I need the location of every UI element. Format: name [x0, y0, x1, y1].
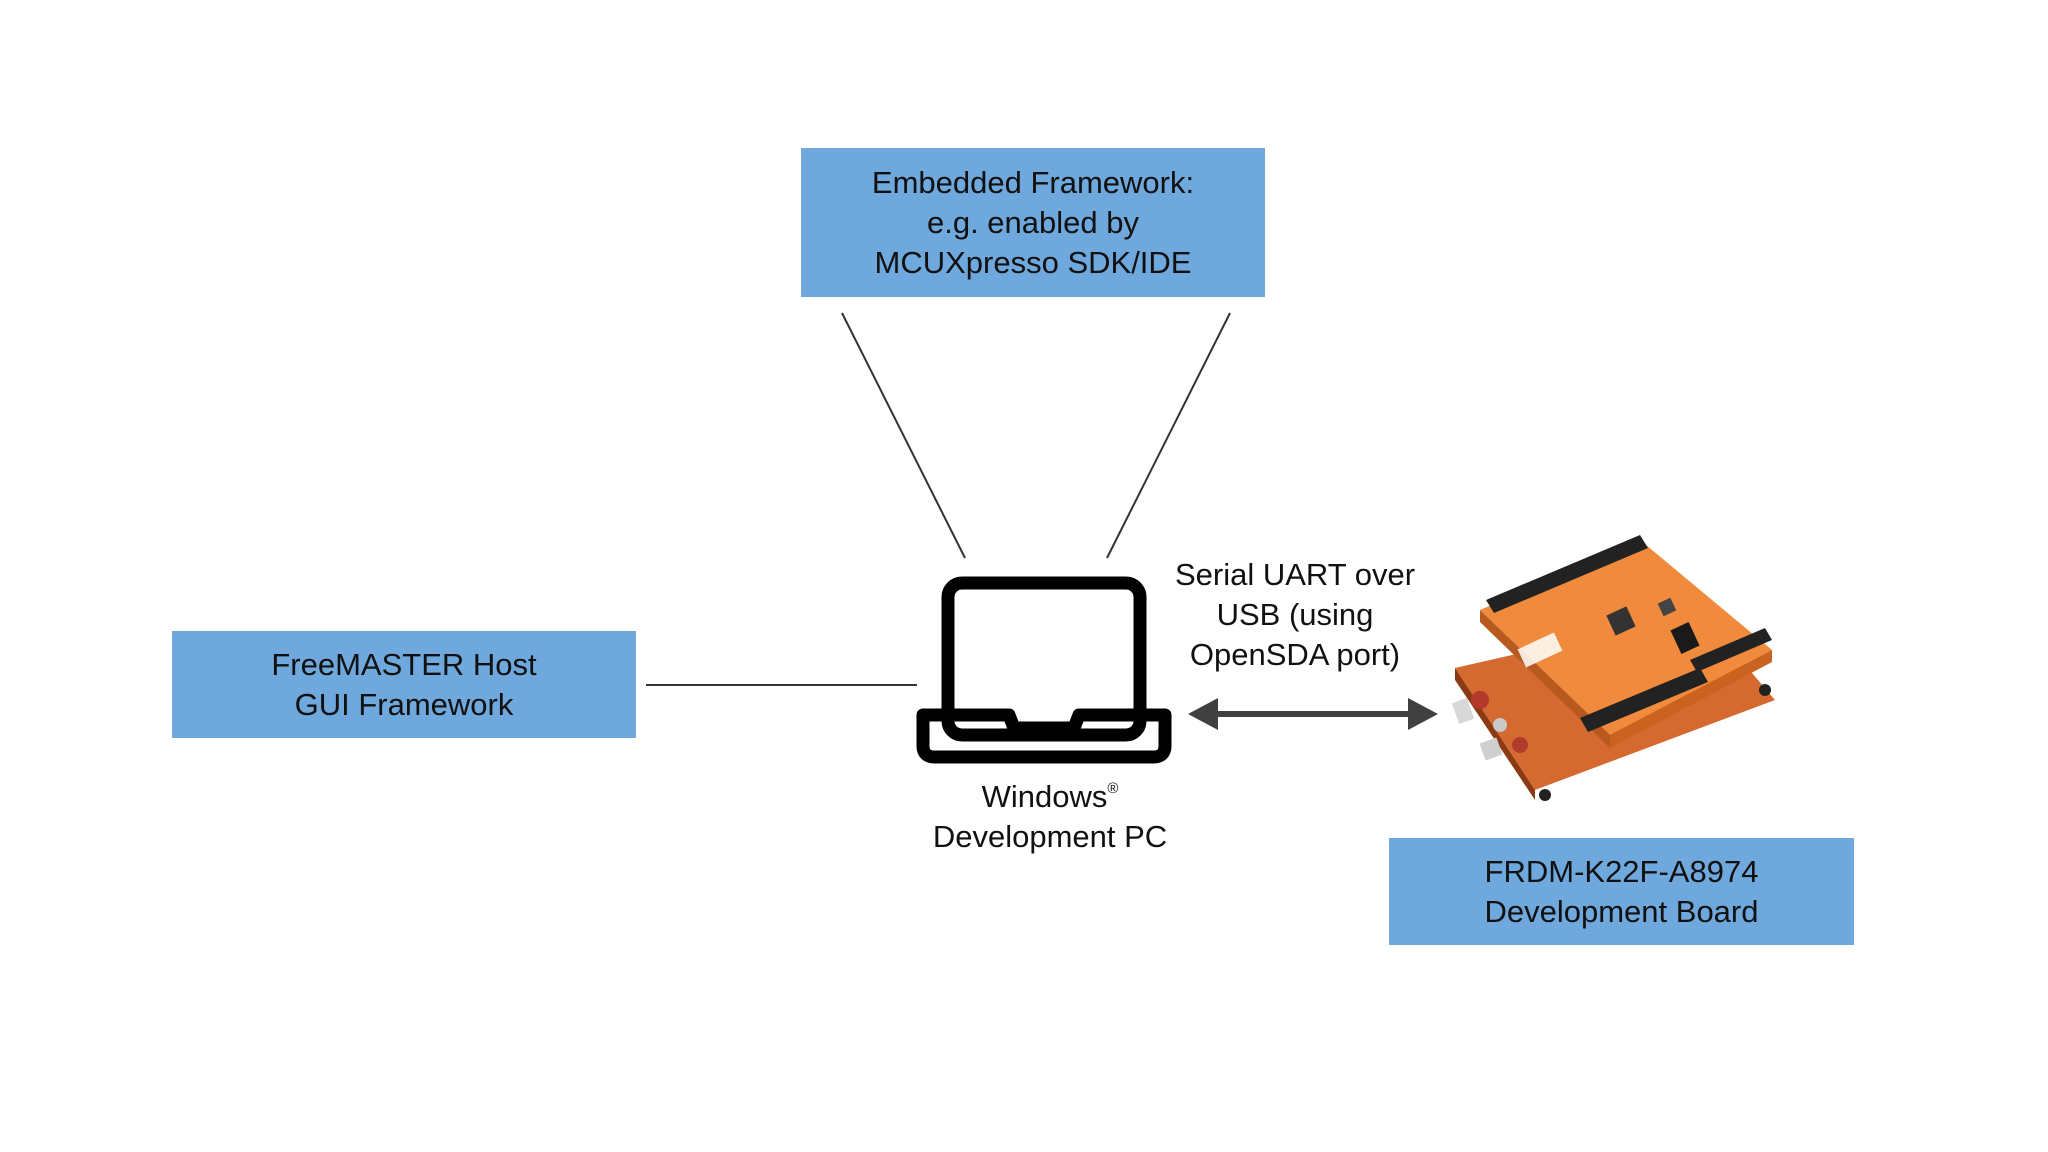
freemaster-line-1: FreeMASTER Host — [271, 646, 537, 682]
freemaster-host-box: FreeMASTER Host GUI Framework — [172, 631, 636, 738]
serial-link-label: Serial UART over USB (using OpenSDA port… — [1140, 555, 1450, 675]
embedded-framework-line-2: e.g. enabled by — [926, 204, 1139, 240]
pc-os-name: Windows — [981, 779, 1108, 814]
freemaster-line-2: GUI Framework — [294, 686, 514, 722]
trademark-symbol: ® — [1107, 780, 1119, 797]
board-line-2: Development Board — [1484, 893, 1759, 929]
development-board-box: FRDM-K22F-A8974 Development Board — [1389, 838, 1854, 945]
development-pc-label: Windows® Development PC — [880, 777, 1220, 857]
connector-embedded-left — [841, 312, 966, 559]
development-board-image — [1451, 535, 1775, 801]
link-label-line-3: OpenSDA port) — [1189, 637, 1401, 672]
embedded-framework-line-3: MCUXpresso SDK/IDE — [874, 244, 1192, 280]
link-label-line-1: Serial UART over — [1174, 557, 1416, 592]
link-label-line-2: USB (using — [1216, 597, 1374, 632]
connector-embedded-right — [1106, 312, 1231, 559]
pc-label-line-2: Development PC — [932, 819, 1168, 854]
embedded-framework-line-1: Embedded Framework: — [871, 164, 1195, 200]
board-line-1: FRDM-K22F-A8974 — [1484, 853, 1759, 889]
laptop-icon — [916, 576, 1172, 764]
embedded-framework-box: Embedded Framework: e.g. enabled by MCUX… — [801, 148, 1265, 297]
pc-label-line-1: Windows® — [880, 777, 1220, 817]
bidirectional-arrow — [1188, 698, 1438, 730]
